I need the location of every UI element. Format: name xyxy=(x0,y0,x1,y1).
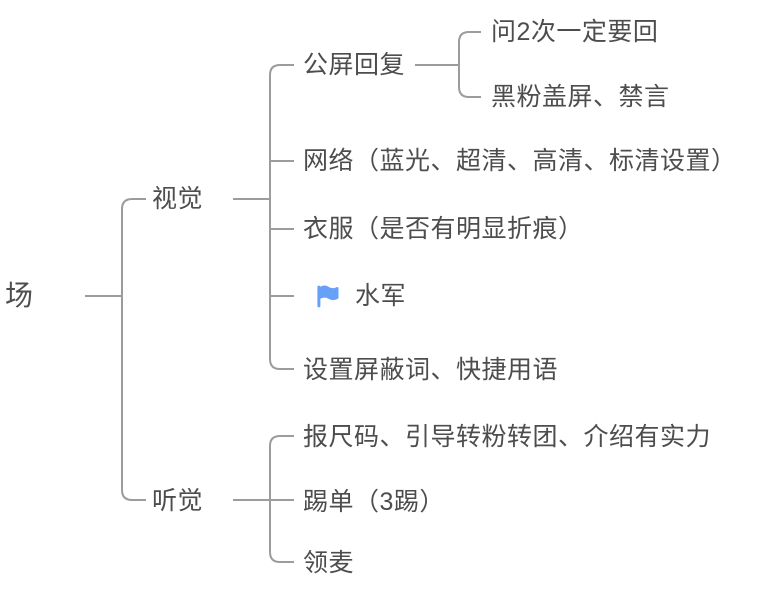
node-auditory[interactable]: 听觉 xyxy=(152,487,204,515)
node-blocked-words[interactable]: 设置屏蔽词、快捷用语 xyxy=(303,356,559,384)
bracket-root-children xyxy=(121,198,146,501)
node-reply-when-asked-twice[interactable]: 问2次一定要回 xyxy=(491,18,659,46)
node-shuijun[interactable]: 水军 xyxy=(315,281,406,311)
node-visual[interactable]: 视觉 xyxy=(152,185,204,213)
node-shuijun-label: 水军 xyxy=(355,282,407,310)
node-size-guide[interactable]: 报尺码、引导转粉转团、介绍有实力 xyxy=(303,423,712,451)
node-public-screen-reply[interactable]: 公屏回复 xyxy=(303,51,406,79)
node-clothes-creases[interactable]: 衣服（是否有明显折痕） xyxy=(303,215,584,243)
node-kick-order[interactable]: 踢单（3踢） xyxy=(303,488,445,516)
node-network-settings[interactable]: 网络（蓝光、超清、高清、标清设置） xyxy=(303,147,737,175)
node-take-mic[interactable]: 领麦 xyxy=(303,549,355,577)
node-root[interactable]: 场 xyxy=(5,280,34,312)
bracket-visual-children xyxy=(269,64,294,370)
flag-pole-shape xyxy=(317,285,321,307)
bracket-auditory-children xyxy=(269,435,294,563)
flag-icon[interactable] xyxy=(315,284,340,309)
bracket-public-reply-children xyxy=(458,31,481,98)
node-black-fans-mute[interactable]: 黑粉盖屏、禁言 xyxy=(491,83,670,111)
flag-banner-shape xyxy=(320,284,339,300)
